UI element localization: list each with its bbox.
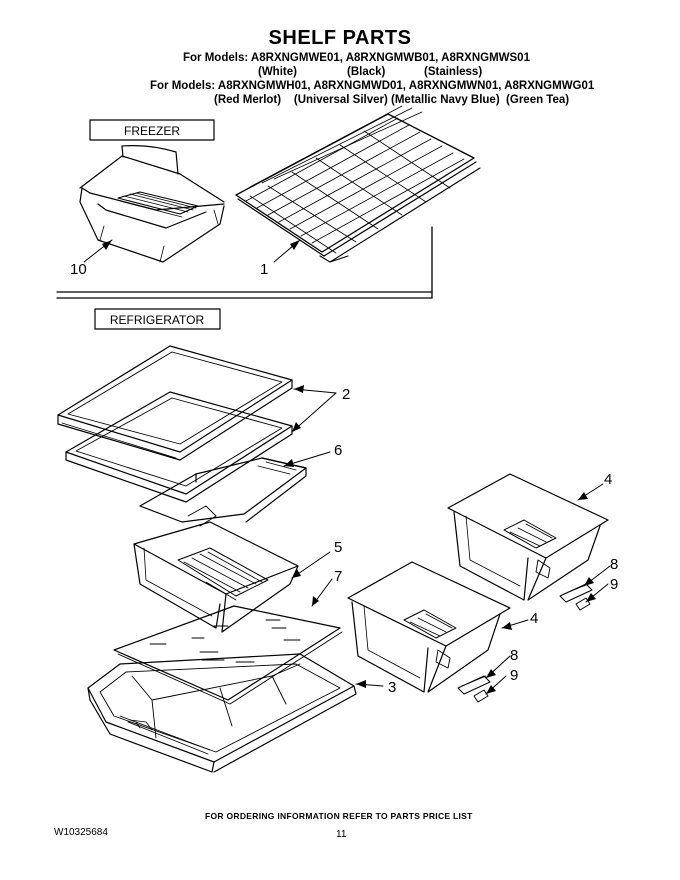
part-4-drawer-upper [447, 473, 609, 601]
callout-9-lower: 9 [510, 667, 518, 684]
callout-8-upper: 8 [610, 556, 618, 573]
callout-2: 2 [342, 386, 350, 403]
freezer-label-box [89, 119, 215, 141]
callout-7: 7 [334, 568, 342, 585]
callout-1: 1 [260, 261, 268, 278]
models-line-1: For Models: A8RXNGMWE01, A8RXNGMWB01, A8… [183, 52, 530, 64]
callout-6: 6 [334, 442, 342, 459]
refrigerator-label-box [94, 308, 221, 330]
freezer-label: FREEZER [124, 124, 180, 138]
callout-4-upper: 4 [604, 471, 612, 488]
part-10-freezer-bin [79, 145, 225, 263]
part-5-crisper-drawer [133, 521, 299, 633]
ordering-notice: FOR ORDERING INFORMATION REFER TO PARTS … [205, 811, 473, 821]
color-stainless: (Stainless) [424, 66, 483, 78]
colors-line-2: (Red Merlot) (Universal Silver) (Metalli… [214, 94, 570, 106]
part-6-crisper-cover [139, 457, 307, 527]
callout-3: 3 [388, 679, 396, 696]
document-number: W10325684 [54, 827, 108, 838]
callout-5: 5 [334, 539, 342, 556]
refrigerator-label: REFRIGERATOR [110, 313, 205, 327]
part-7-glass-panel [113, 605, 343, 705]
page-title: SHELF PARTS [268, 27, 412, 49]
part-2-shelf-frames [57, 345, 293, 503]
part-8-9-clips-lower [457, 675, 491, 703]
part-8-9-clips-upper [559, 583, 593, 611]
callout-8-lower: 8 [510, 647, 518, 664]
color-white: (White) [258, 66, 297, 78]
callout-9-upper: 9 [610, 576, 618, 593]
leader-arrowheads [102, 240, 596, 694]
callout-10: 10 [70, 261, 87, 278]
part-4-drawer-lower [347, 561, 511, 693]
part-3-crisper-frame [87, 653, 357, 773]
models-line-2: For Models: A8RXNGMWH01, A8RXNGMWD01, A8… [150, 80, 595, 92]
color-black: (Black) [347, 66, 386, 78]
callout-4-lower: 4 [530, 610, 538, 627]
part-1-wire-shelf [235, 105, 481, 263]
page-number: 11 [336, 829, 347, 840]
